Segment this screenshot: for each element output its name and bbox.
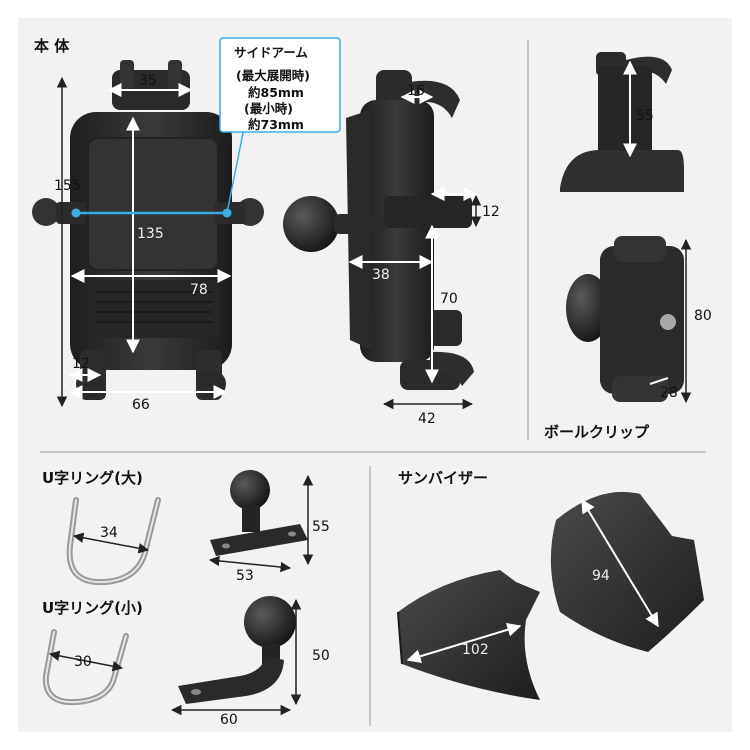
dim-foot-width: 12: [72, 356, 90, 372]
dim-side-top: 16: [407, 83, 425, 99]
callout-line1: (最大展開時): [236, 68, 310, 83]
dim-clip-height: 80: [694, 308, 712, 324]
section-title-u-ring-large: U字リング(大): [42, 469, 143, 487]
dim-ball-mount-width: 53: [236, 568, 254, 584]
dim-clip-top: 55: [636, 108, 654, 124]
dim-side-height: 70: [440, 291, 458, 307]
dim-overall-height: 155: [54, 178, 81, 194]
sun-visor: [397, 491, 704, 700]
callout-line4: 約73mm: [248, 117, 304, 132]
callout-line2: 約85mm: [248, 85, 304, 100]
side-arm-callout: サイドアーム (最大展開時) 約85mm (最小時) 約73mm: [219, 37, 341, 133]
dim-mirror-mount-width: 60: [220, 712, 238, 728]
ball-clip-image: [566, 236, 692, 404]
clip-top-view: [560, 52, 684, 192]
callout-title: サイドアーム: [234, 45, 308, 60]
ball-mount: [208, 470, 314, 573]
front-dimension-lines: [56, 76, 245, 408]
dim-visor-back: 94: [592, 568, 610, 584]
section-title-ball-clip: ボールクリップ: [544, 423, 650, 441]
dim-visor-front: 102: [462, 642, 489, 658]
dim-u-large: 34: [100, 525, 118, 541]
dim-top-width: 35: [139, 73, 157, 89]
holder-side-view: [283, 70, 474, 390]
dim-u-small: 30: [74, 654, 92, 670]
dim-ball-mount-height: 55: [312, 519, 330, 535]
dim-side-base: 42: [418, 411, 436, 427]
dim-side-depth: 38: [372, 267, 390, 283]
u-ring-small: [42, 629, 129, 706]
side-dimension-lines: [348, 90, 482, 410]
dim-base-width: 66: [132, 397, 150, 413]
holder-front-view: [32, 60, 264, 400]
dim-mirror-mount-height: 50: [312, 648, 330, 664]
section-title-main-body: 本 体: [34, 37, 70, 55]
mirror-mount: [170, 596, 302, 716]
dim-inner-height: 135: [137, 226, 164, 242]
dim-clip-width: 28: [660, 385, 678, 401]
section-title-u-ring-small: U字リング(小): [42, 599, 143, 617]
dim-inner-width: 78: [190, 282, 208, 298]
dim-side-arm: 12: [482, 204, 500, 220]
callout-line3: (最小時): [244, 101, 293, 116]
u-ring-large: [66, 497, 161, 586]
section-title-sun-visor: サンバイザー: [398, 469, 488, 487]
